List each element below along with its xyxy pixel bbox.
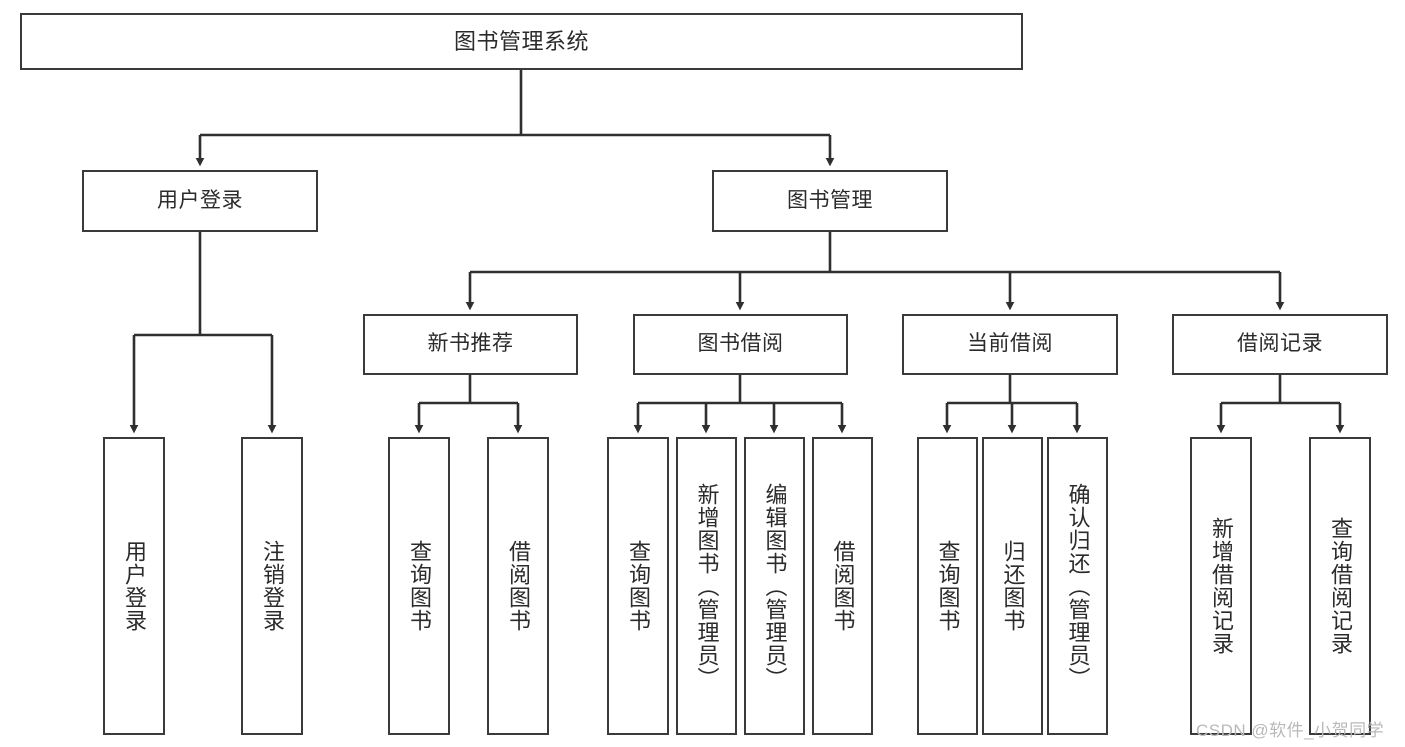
node-root[interactable]: 图书管理系统	[20, 13, 1023, 70]
leaf-query-book-current[interactable]: 查询图书	[917, 437, 978, 735]
leaf-add-book-admin[interactable]: 新增图书（管理员）	[676, 437, 737, 735]
leaf-borrow-book[interactable]: 借阅图书	[812, 437, 873, 735]
node-current-borrow[interactable]: 当前借阅	[902, 314, 1118, 375]
csdn-watermark: CSDN @软件_小贺同学	[1196, 721, 1385, 740]
leaf-user-login[interactable]: 用户登录	[103, 437, 165, 735]
leaf-query-borrow-record[interactable]: 查询借阅记录	[1309, 437, 1371, 735]
leaf-query-book-recommend[interactable]: 查询图书	[388, 437, 450, 735]
node-borrow-record[interactable]: 借阅记录	[1172, 314, 1388, 375]
node-book-management[interactable]: 图书管理	[712, 170, 948, 232]
leaf-query-book-borrow[interactable]: 查询图书	[607, 437, 669, 735]
leaf-borrow-book-recommend[interactable]: 借阅图书	[487, 437, 549, 735]
node-new-book-recommend[interactable]: 新书推荐	[363, 314, 578, 375]
leaf-return-book[interactable]: 归还图书	[982, 437, 1043, 735]
leaf-add-borrow-record[interactable]: 新增借阅记录	[1190, 437, 1252, 735]
node-book-borrow[interactable]: 图书借阅	[633, 314, 848, 375]
leaf-confirm-return-admin[interactable]: 确认归还（管理员）	[1047, 437, 1108, 735]
leaf-logout-login[interactable]: 注销登录	[241, 437, 303, 735]
node-user-login[interactable]: 用户登录	[82, 170, 318, 232]
leaf-edit-book-admin[interactable]: 编辑图书（管理员）	[744, 437, 805, 735]
